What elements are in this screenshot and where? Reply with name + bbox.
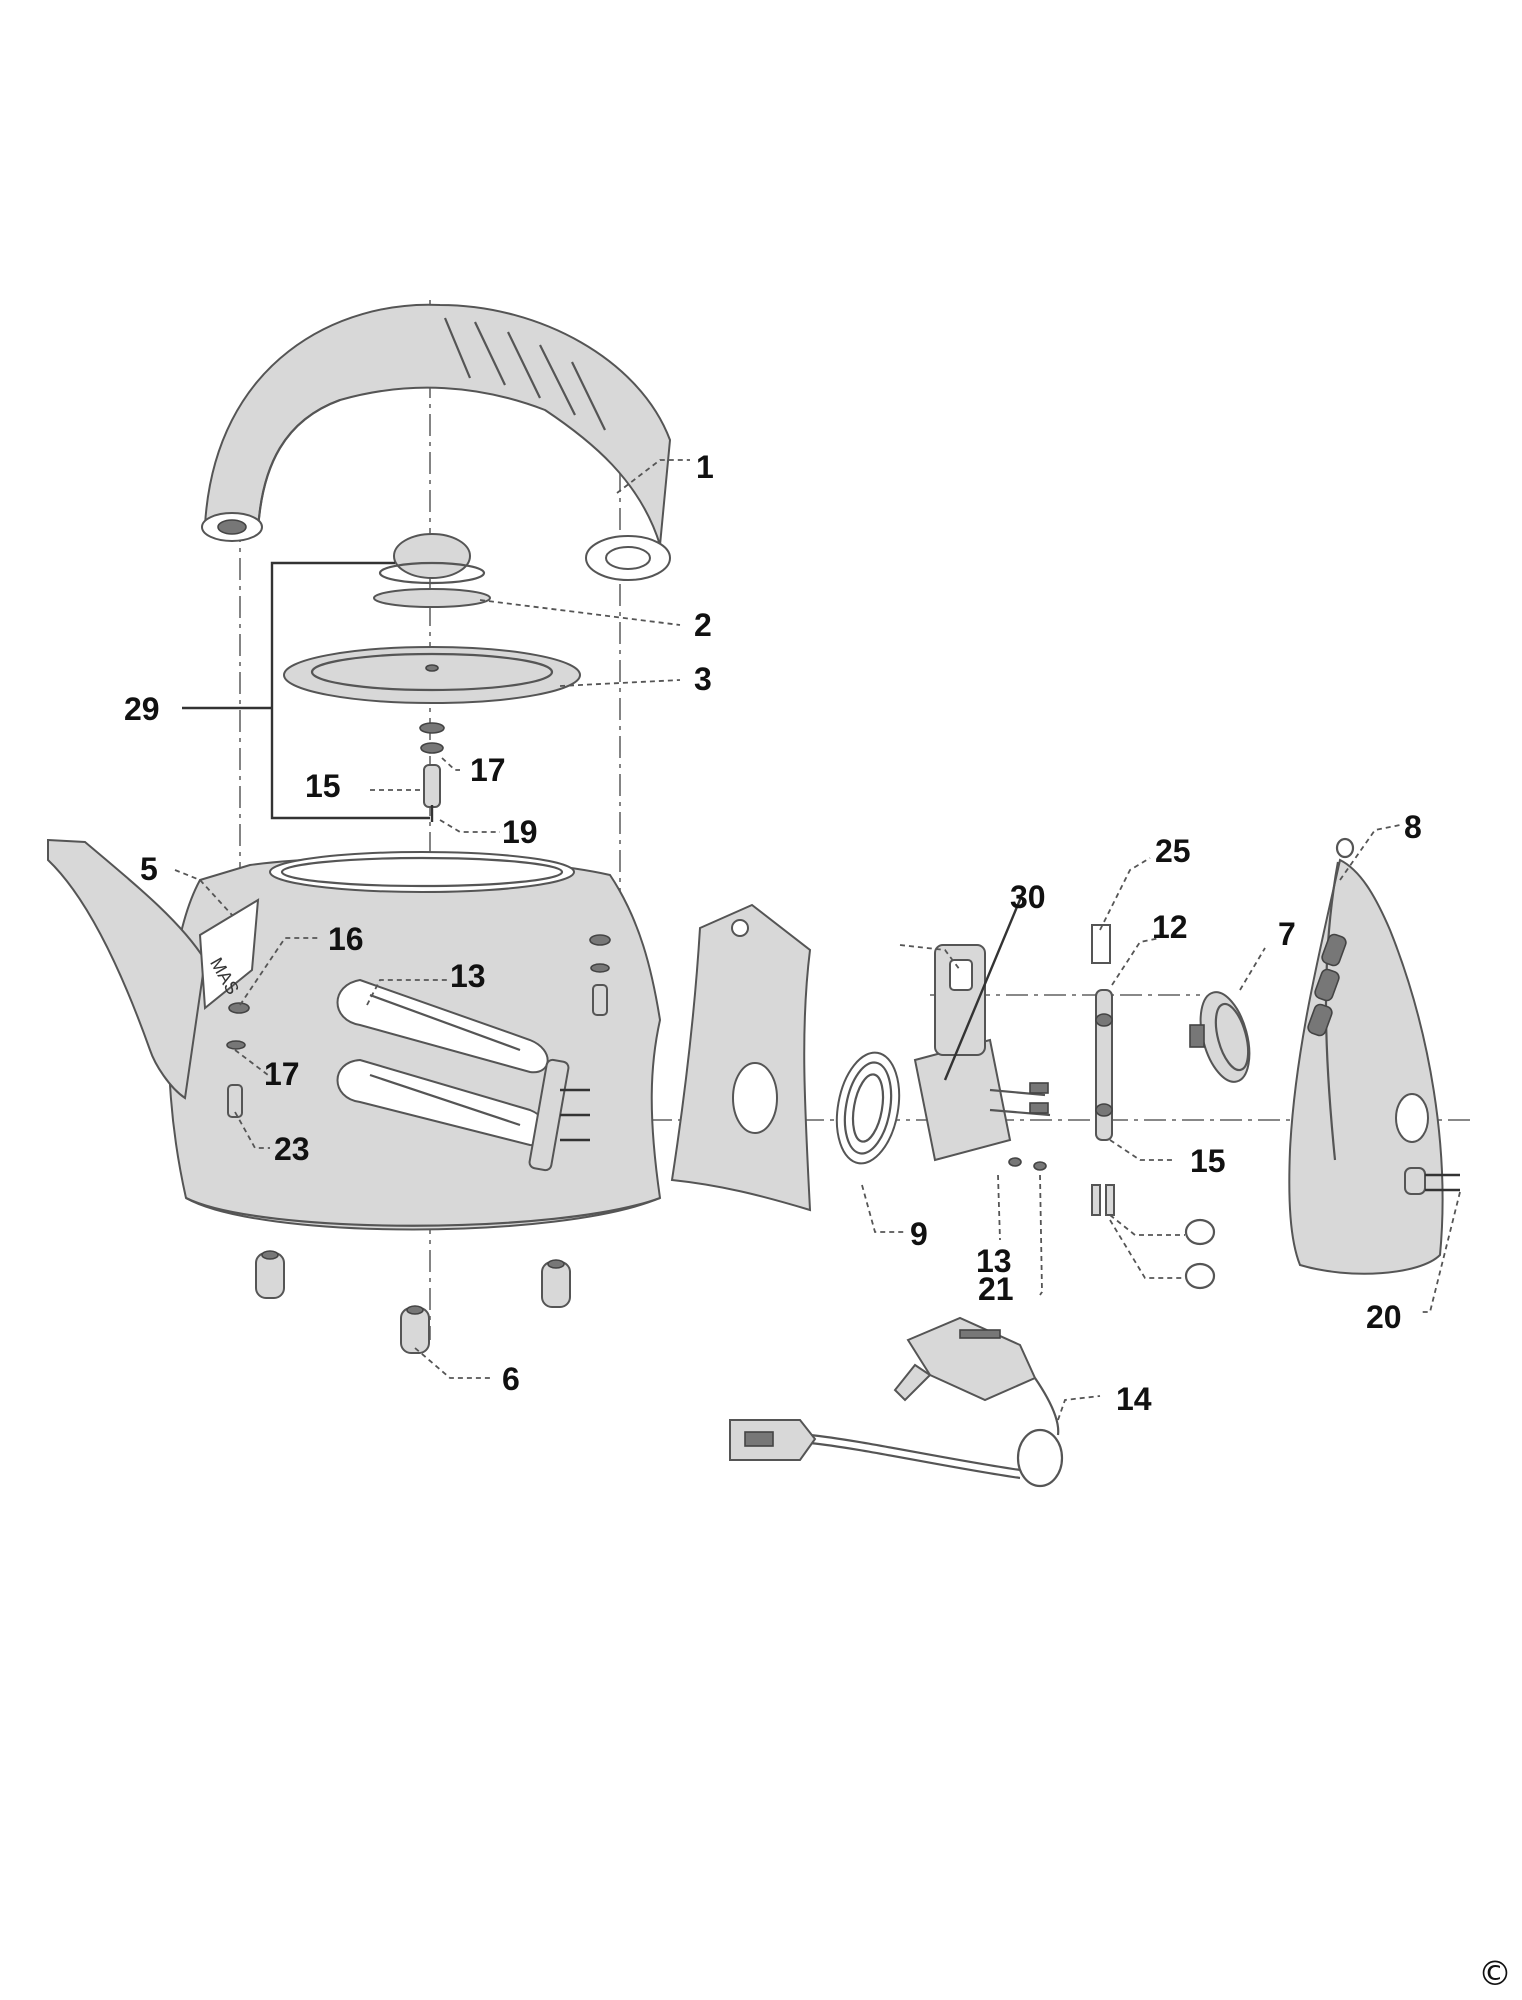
label-part-8: 8 xyxy=(1404,809,1422,845)
leader-lines xyxy=(174,459,1461,1421)
power-cord-part-14 xyxy=(729,1316,1064,1488)
kettle-body: MAS xyxy=(47,838,662,1231)
label-part-12: 12 xyxy=(1152,909,1188,945)
label-part-17-upper: 17 xyxy=(470,752,506,788)
switch-assembly-part-30 xyxy=(913,944,1051,1171)
label-part-3: 3 xyxy=(694,661,712,697)
label-part-25: 25 xyxy=(1155,833,1191,869)
label-part-20: 20 xyxy=(1366,1299,1402,1335)
label-part-7: 7 xyxy=(1278,916,1296,952)
part-labels: 1 2 3 29 17 15 19 5 16 13 17 23 6 30 25 … xyxy=(124,449,1422,1417)
label-part-15-left: 15 xyxy=(305,768,341,804)
housing-part-8 xyxy=(1288,837,1460,1275)
label-part-9: 9 xyxy=(910,1216,928,1252)
side-plate xyxy=(670,903,812,1212)
lid-fasteners-parts-17-15-19 xyxy=(419,722,445,822)
knob-part-7 xyxy=(1189,991,1251,1083)
label-part-13-element: 13 xyxy=(450,958,486,994)
label-part-17-lower: 17 xyxy=(264,1056,300,1092)
feet-part-6 xyxy=(255,1250,571,1354)
label-part-30: 30 xyxy=(1010,879,1046,915)
lid-knob-part-2 xyxy=(373,533,491,608)
label-part-13-lower: 13 xyxy=(976,1243,1012,1279)
small-parts-25-12-15 xyxy=(1091,924,1216,1290)
gasket-rings-part-9 xyxy=(835,1051,901,1165)
label-part-29: 29 xyxy=(124,691,160,727)
label-part-1: 1 xyxy=(696,449,714,485)
copyright-mark: © xyxy=(1478,1954,1512,1994)
label-part-16: 16 xyxy=(328,921,364,957)
label-part-19: 19 xyxy=(502,814,538,850)
label-part-14: 14 xyxy=(1116,1381,1152,1417)
handle-part-1 xyxy=(201,303,672,581)
bracket-part-29 xyxy=(182,561,430,820)
label-part-5: 5 xyxy=(140,851,158,887)
lid-part-3 xyxy=(283,646,581,704)
label-part-15-right: 15 xyxy=(1190,1143,1226,1179)
label-part-21: 21 xyxy=(978,1271,1014,1307)
label-part-2: 2 xyxy=(694,607,712,643)
label-part-6: 6 xyxy=(502,1361,520,1397)
label-part-23: 23 xyxy=(274,1131,310,1167)
